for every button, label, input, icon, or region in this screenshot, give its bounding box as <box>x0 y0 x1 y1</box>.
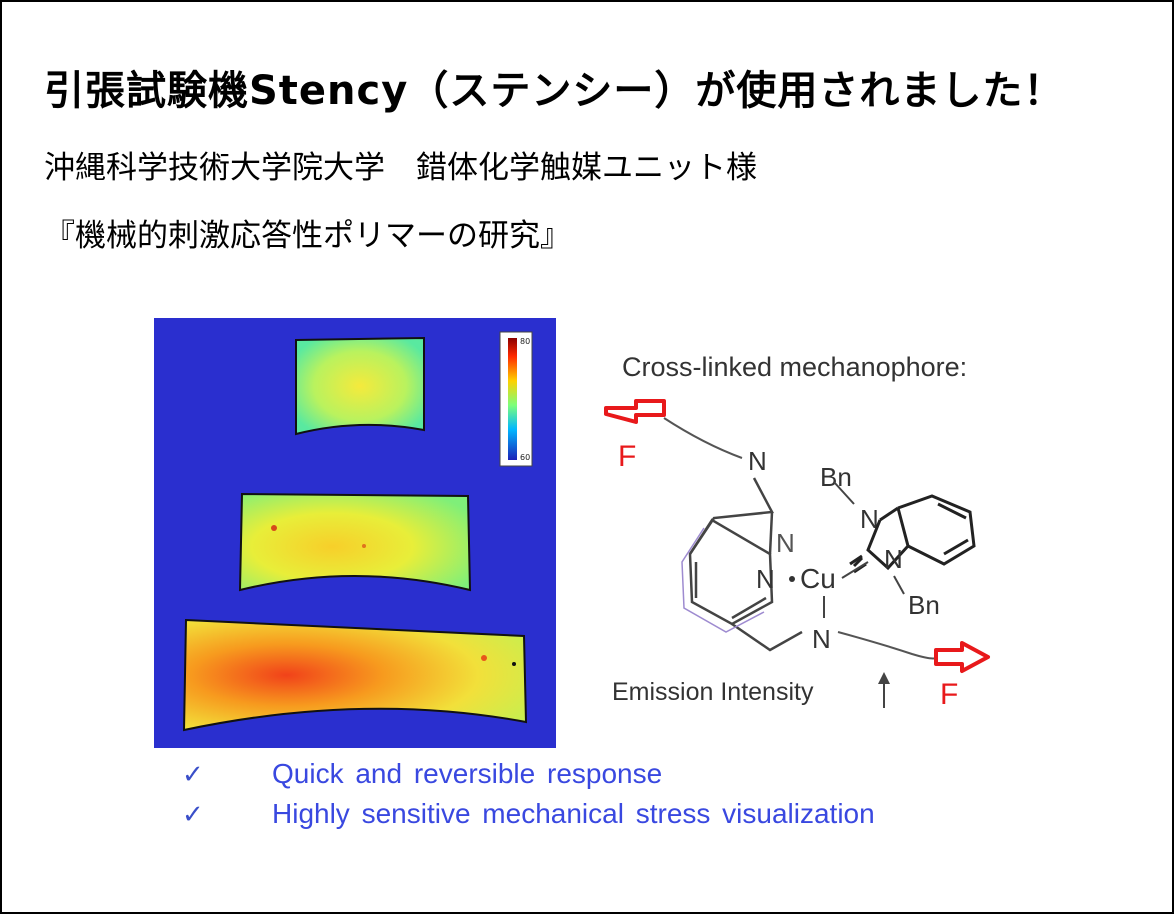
list-item: ✓ Highly sensitive mechanical stress vis… <box>182 794 875 834</box>
atom-n-imine: N <box>748 446 767 476</box>
colorbar-bottom-label: 60 <box>520 453 530 462</box>
arrow-up-icon <box>878 672 890 708</box>
specimen-small <box>295 336 425 436</box>
feature-list: ✓ Quick and reversible response ✓ Highly… <box>182 754 875 834</box>
check-icon: ✓ <box>182 758 204 789</box>
force-arrow-right-icon <box>934 641 990 673</box>
force-arrow-left-icon <box>604 399 666 424</box>
atom-n-amine: N <box>812 624 831 654</box>
specimen-medium <box>238 492 472 592</box>
cu-c-bond <box>841 561 869 579</box>
atom-n-imid-bottom: N <box>884 544 903 574</box>
organization-line: 沖縄科学技術大学院大学 錯体化学触媒ユニット様 <box>44 150 757 186</box>
atom-n-pyridine-ghost: N <box>776 528 795 558</box>
research-title: 『機械的刺激応答性ポリマーの研究』 <box>44 218 571 254</box>
stress-heatmap-image: 80 60 <box>154 318 556 748</box>
linker-right <box>837 631 937 660</box>
specimen-large <box>182 618 528 732</box>
emission-intensity-label: Emission Intensity <box>612 678 814 706</box>
coordination-dot <box>789 576 795 582</box>
force-label-right: F <box>940 678 958 711</box>
speck <box>512 662 516 666</box>
mechanophore-structure: Cross-linked mechanophore: F N Bn N N N … <box>604 352 990 711</box>
bn-n-bond <box>833 481 855 505</box>
force-label-left: F <box>618 440 636 473</box>
speck <box>362 544 366 548</box>
list-item: ✓ Quick and reversible response <box>182 754 875 794</box>
speck <box>271 525 277 531</box>
speck <box>481 655 487 661</box>
colorbar <box>508 338 517 460</box>
feature-text: Quick and reversible response <box>272 758 663 789</box>
linker-left <box>663 417 743 459</box>
atom-n-pyridine: N <box>756 564 775 594</box>
check-icon: ✓ <box>182 798 204 829</box>
pyridine-skeleton <box>688 477 803 652</box>
ghost-ring <box>681 527 765 633</box>
atom-n-imid-top: N <box>860 504 879 534</box>
chem-heading: Cross-linked mechanophore: <box>622 352 967 382</box>
atom-bn-bottom: Bn <box>908 590 940 620</box>
atom-cu: Cu <box>800 563 836 594</box>
atom-bn-top: Bn <box>820 462 852 492</box>
n-bn-bond <box>893 575 905 595</box>
page-title: 引張試験機Stency（ステンシー）が使用されました！ <box>44 68 1065 114</box>
colorbar-top-label: 80 <box>520 337 530 346</box>
feature-text: Highly sensitive mechanical stress visua… <box>272 798 875 829</box>
